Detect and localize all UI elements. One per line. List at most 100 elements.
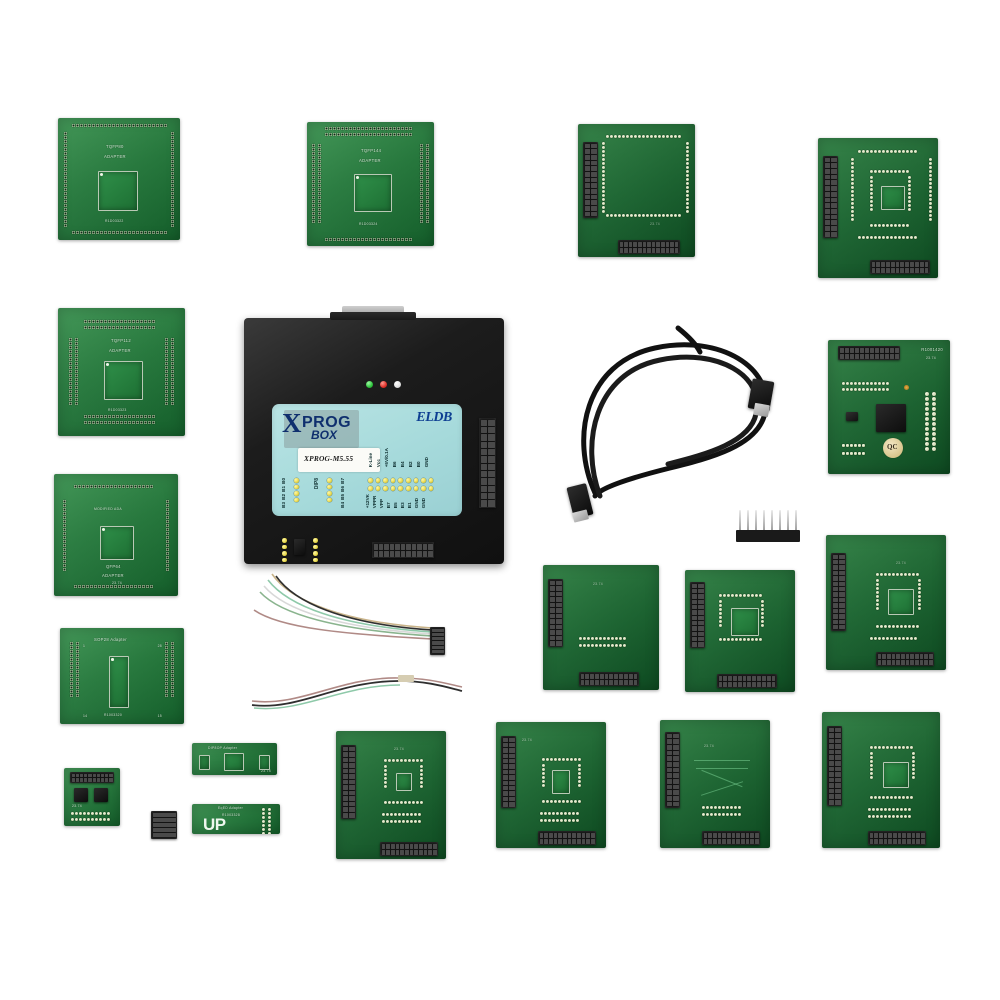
board-code: R1D03324 <box>359 222 378 226</box>
pin1-marker <box>106 363 109 366</box>
board-eqed-adapter[interactable]: EqED Adapter R1003328 <box>192 804 280 834</box>
board-qfp64[interactable]: MODIFIED ADA QFP64 ADAPTER 23.74 <box>54 474 178 596</box>
plcc-pad-left <box>876 579 879 610</box>
pad-rail-bottom <box>84 415 155 418</box>
pad-rail-inner-left <box>602 142 605 213</box>
board-code: 23.74 <box>650 222 660 226</box>
board-topright-bdm[interactable]: 23.74 <box>578 124 695 257</box>
board-label-line1: DIP8OP Adapter <box>208 746 238 750</box>
qfp-pad-bottom <box>719 638 762 641</box>
harness-connector[interactable] <box>430 627 445 655</box>
chip-socket[interactable] <box>396 773 412 791</box>
pad-rail-left <box>69 338 72 405</box>
soic-footprint-left[interactable] <box>199 755 210 770</box>
pad-rail-right <box>686 142 689 213</box>
pad-rail-lower <box>606 214 681 217</box>
plcc-pad-right <box>908 176 911 211</box>
plcc44-socket[interactable] <box>888 589 914 615</box>
connector-header-left[interactable] <box>823 156 838 238</box>
board-r1001420[interactable]: R1001420 23.74 QC <box>828 340 950 474</box>
board-bot1[interactable]: 23.74 <box>336 731 446 859</box>
xprog-programmer-device[interactable]: X PROG BOX ELDB XPROG-M5.55 DIP8 B0 B1 B… <box>244 306 504 564</box>
connector-header-bottom[interactable] <box>538 831 596 845</box>
connector-header-bottom[interactable] <box>702 831 760 845</box>
terminal-label-b0: B0 <box>416 461 421 468</box>
soic-footprint-right[interactable] <box>259 755 270 770</box>
board-mid3[interactable]: 23.74 <box>826 535 946 670</box>
connector-header-top[interactable] <box>838 346 900 360</box>
board-bot4[interactable] <box>822 712 940 848</box>
board-bot2[interactable]: 23.74 <box>496 722 606 848</box>
terminal-label-b6: B6 <box>392 461 397 468</box>
pad-ring-left <box>542 764 545 787</box>
plcc-socket[interactable] <box>881 186 905 210</box>
pad-rail-lower <box>868 808 911 811</box>
qfp64-socket[interactable] <box>100 526 134 560</box>
smd-chip-1 <box>74 788 88 802</box>
plcc-socket[interactable] <box>883 762 909 788</box>
board-label-line2: ADAPTER <box>104 154 126 159</box>
dip8-footprint-center[interactable] <box>224 753 244 771</box>
board-tqfp144[interactable]: TQFP144 ADAPTER R1D03324 <box>307 122 434 246</box>
connector-header-left[interactable] <box>690 582 705 648</box>
board-dip8-adapter[interactable]: DIP8OP Adapter 23.74 <box>192 743 277 775</box>
connector-header-left[interactable] <box>341 745 356 819</box>
tqfp112-socket[interactable] <box>104 361 143 400</box>
terminal-labels-top: K-Line Vcc +5V/0.1A B6 B4 B2 B0 GND <box>368 448 429 467</box>
connector-header-bottom[interactable] <box>876 652 934 666</box>
board-label-line1: TQFP144 <box>361 148 382 153</box>
connector-header-bottom[interactable] <box>717 674 777 688</box>
board-sop28[interactable]: SOP28 Adapter 1 28 14 15 R1003320 <box>60 628 184 724</box>
terminal-label-vpp: VPP <box>379 498 384 509</box>
eqed-edge-connector[interactable] <box>151 811 177 839</box>
board-tqfp80[interactable]: TQFP80 ADAPTER R1D03322 <box>58 118 180 240</box>
pad-rail-top <box>325 127 412 130</box>
connector-header-bottom[interactable] <box>870 260 930 274</box>
qfp-pad-left <box>719 600 722 627</box>
terminal-pads-row-bottom[interactable] <box>368 486 434 491</box>
header-pin <box>755 510 757 532</box>
connector-header-bottom[interactable] <box>618 240 680 254</box>
connector-header-left[interactable] <box>827 726 842 806</box>
connector-header-left[interactable] <box>831 553 846 631</box>
connector-header-left[interactable] <box>583 142 598 218</box>
connector-header-left[interactable] <box>665 732 680 808</box>
pad-rail-top <box>606 135 681 138</box>
pin-header-strip[interactable] <box>736 510 800 544</box>
header-pin <box>747 510 749 532</box>
terminal-pads-row-top[interactable] <box>368 478 434 483</box>
tqfp144-socket[interactable] <box>354 174 392 212</box>
board-mid2[interactable] <box>685 570 795 692</box>
board-bot3[interactable]: 23.74 <box>660 720 770 848</box>
connector-header-left[interactable] <box>501 736 516 808</box>
qc-sticker <box>883 438 903 458</box>
pad-rail-right2 <box>165 642 168 697</box>
pad-rail-right2 <box>262 808 265 834</box>
pad-rail-left2 <box>75 338 78 405</box>
board-small-dual-chip[interactable]: 23.74 <box>64 768 120 826</box>
dip-pads-left[interactable] <box>294 478 299 503</box>
qfp-socket[interactable] <box>731 608 759 636</box>
terminal-label-b4: B4 <box>400 461 405 468</box>
pad-rail-midleft <box>851 158 854 221</box>
tqfp80-socket[interactable] <box>98 171 138 211</box>
signal-trace-4 <box>700 781 744 796</box>
board-topright-plcc[interactable] <box>818 138 938 278</box>
sop28-footprint[interactable] <box>109 656 129 708</box>
dip8-socket-area[interactable] <box>282 536 318 563</box>
board-tqfp112[interactable]: TQFP112 ADAPTER R1D03323 <box>58 308 185 436</box>
connector-header-bottom[interactable] <box>579 672 639 686</box>
pad-ring-left <box>384 765 387 788</box>
connector-header-bottom[interactable] <box>868 831 926 845</box>
pad-rail-lower <box>382 813 421 816</box>
dip-pads-right[interactable] <box>327 478 332 503</box>
chip-socket[interactable] <box>552 770 570 794</box>
board-mid1[interactable]: 23.74 <box>543 565 659 690</box>
connector-header[interactable] <box>70 772 114 783</box>
pad-rail-top <box>84 320 155 323</box>
signal-trace-1 <box>694 760 750 761</box>
idc-connector-bottom[interactable] <box>372 542 434 558</box>
connector-header-bottom[interactable] <box>380 842 438 856</box>
connector-header-left[interactable] <box>548 579 563 647</box>
idc-connector-right[interactable] <box>479 418 496 508</box>
